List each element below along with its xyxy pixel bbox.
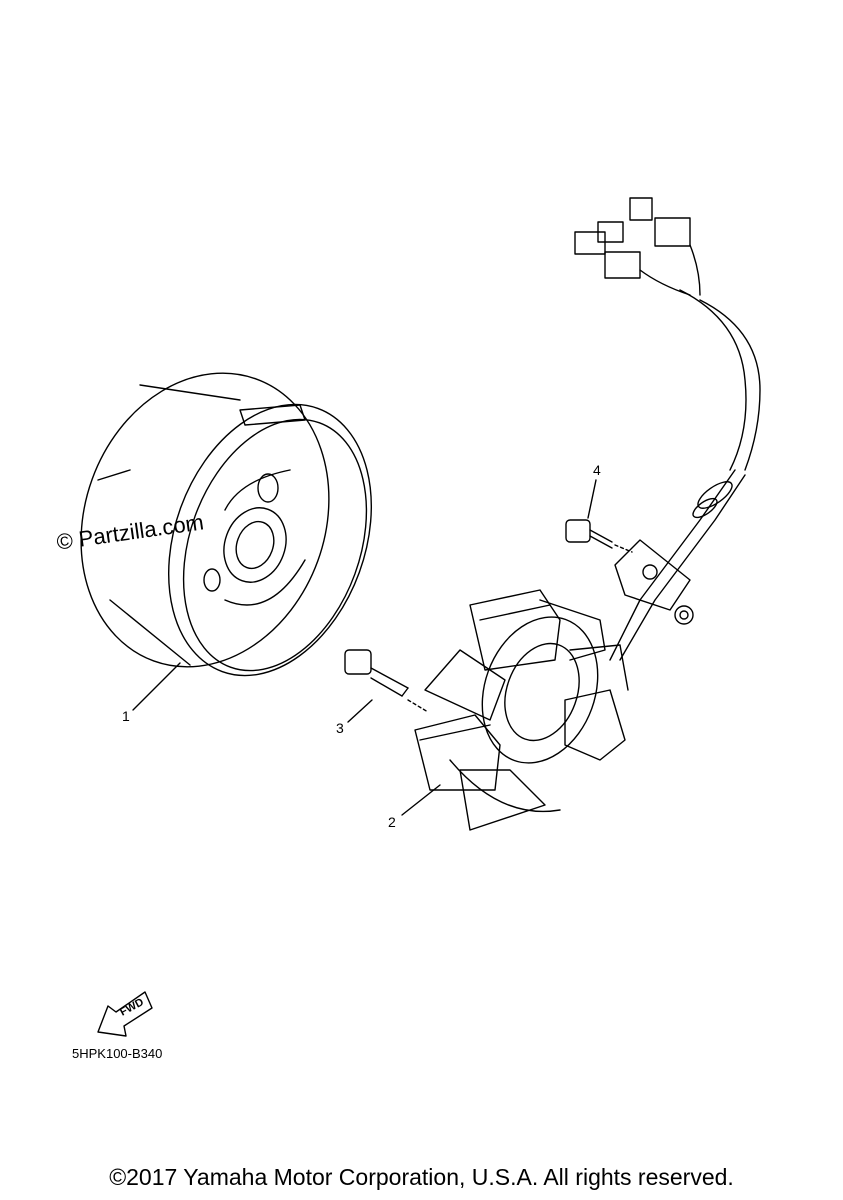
bolt-icon — [344, 649, 429, 713]
leader-line — [132, 662, 181, 711]
callout-4: 4 — [593, 462, 601, 478]
leader-line — [347, 699, 373, 723]
copyright-notice: ©2017 Yamaha Motor Corporation, U.S.A. A… — [109, 1164, 734, 1190]
fwd-arrow-icon — [97, 991, 153, 1037]
bolt-icon — [565, 519, 633, 553]
rotor-flywheel-icon — [80, 372, 373, 677]
callout-1: 1 — [122, 708, 130, 724]
leader-line — [587, 479, 597, 519]
callout-2: 2 — [388, 814, 396, 830]
diagram-code: 5HPK100-B340 — [72, 1046, 163, 1061]
leader-line — [401, 784, 441, 816]
callout-3: 3 — [336, 720, 344, 736]
wire-harness-icon — [574, 197, 761, 661]
stator-assembly-icon — [414, 589, 629, 831]
pickup-coil-icon — [614, 539, 694, 625]
